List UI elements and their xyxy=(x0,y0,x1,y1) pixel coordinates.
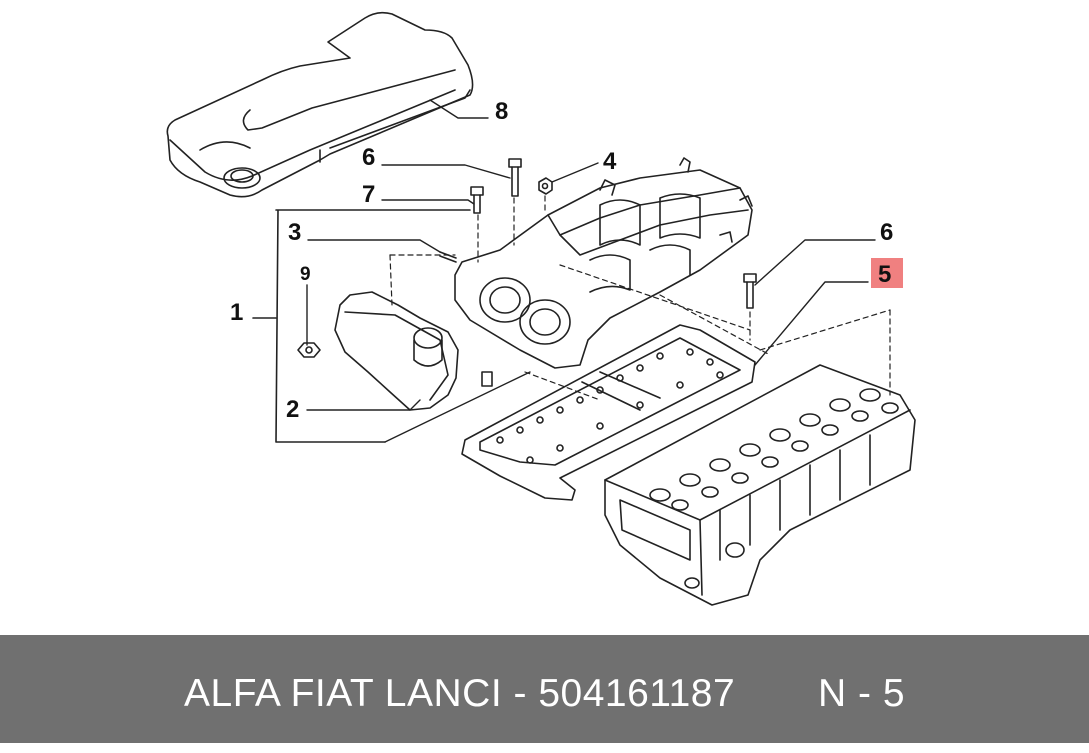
callout-label: 2 xyxy=(286,396,299,423)
nut-part xyxy=(538,177,553,195)
highlight-box xyxy=(871,258,903,288)
engine-cover-part xyxy=(166,11,474,198)
camshaft-housing-part xyxy=(454,157,753,369)
oil-separator-part xyxy=(297,291,493,411)
callout-label: 6 xyxy=(880,219,893,246)
callout-label-highlighted: 5 xyxy=(878,261,891,288)
callout-label: 7 xyxy=(362,181,375,208)
callout-label: 4 xyxy=(603,148,617,175)
leader-lines xyxy=(306,99,876,443)
cylinder-head-part xyxy=(604,364,916,606)
callout-label: 3 xyxy=(288,219,301,246)
alignment-lines xyxy=(389,195,891,401)
bolt-part xyxy=(470,186,484,214)
callout-labels: 8 6 4 7 3 6 5 9 1 2 xyxy=(230,98,903,423)
exploded-view-drawing: 8 6 4 7 3 6 5 9 1 2 xyxy=(166,11,916,606)
part-info-footer: ALFA FIAT LANCI - 504161187 N - 5 xyxy=(0,635,1089,743)
part-number-text: ALFA FIAT LANCI - 504161187 xyxy=(184,672,736,715)
callout-label: 6 xyxy=(362,144,375,171)
callout-label: 9 xyxy=(300,264,311,285)
assembly-bracket xyxy=(275,209,471,443)
gasket-part xyxy=(461,324,756,501)
dowel-pin-part xyxy=(439,251,457,263)
bolt-part xyxy=(743,273,757,309)
callout-label: 8 xyxy=(495,98,508,125)
callout-code-text: N - 5 xyxy=(818,672,906,715)
callout-label: 1 xyxy=(230,299,243,326)
parts-diagram: 8 6 4 7 3 6 5 9 1 2 xyxy=(166,11,916,606)
bolt-part xyxy=(508,158,522,197)
